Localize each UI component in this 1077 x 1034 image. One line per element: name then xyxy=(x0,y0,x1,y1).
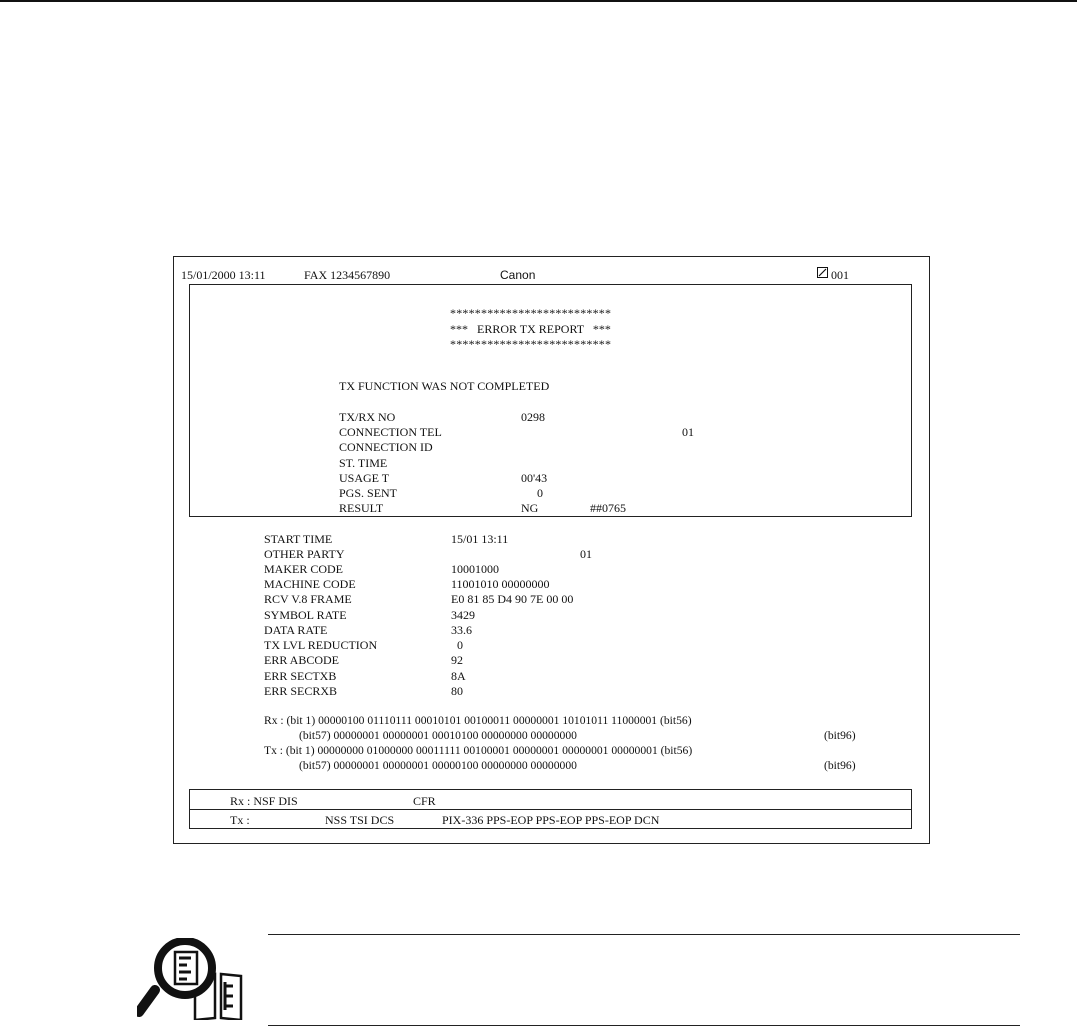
protocol-box xyxy=(189,789,912,829)
detail-value: 10001000 xyxy=(451,562,499,576)
detail-value: 80 xyxy=(451,684,463,698)
protocol-tx-pix: PIX-336 PPS-EOP PPS-EOP PPS-EOP DCN xyxy=(442,813,660,827)
rx-bits-end: (bit96) xyxy=(824,729,856,742)
protocol-tx-seq: NSS TSI DCS xyxy=(325,813,395,827)
rx-bits-line-2: (bit57) 00000001 00000001 00010100 00000… xyxy=(299,729,577,742)
status-message: TX FUNCTION WAS NOT COMPLETED xyxy=(339,379,550,393)
summary-box xyxy=(189,284,912,517)
detail-label: MAKER CODE xyxy=(264,562,344,576)
detail-value: 3429 xyxy=(451,608,475,622)
page-mark-icon xyxy=(817,267,828,278)
detail-value: 33.6 xyxy=(451,623,472,637)
detail-value: 15/01 13:11 xyxy=(451,532,509,546)
detail-value: 11001010 00000000 xyxy=(451,577,550,591)
field-value: 00'43 xyxy=(521,471,548,485)
tx-bits-line-1: Tx : (bit 1) 00000000 01000000 00011111 … xyxy=(264,744,693,757)
note-bottom-rule xyxy=(268,1025,1020,1026)
field-label: CONNECTION TEL xyxy=(339,425,442,439)
stars-bottom: ************************** xyxy=(450,337,612,351)
field-value: NG xyxy=(521,501,539,515)
report-title: *** ERROR TX REPORT *** xyxy=(450,322,611,336)
page-number: 001 xyxy=(831,268,849,282)
protocol-rx-cfr: CFR xyxy=(413,794,436,808)
detail-label: SYMBOL RATE xyxy=(264,608,347,622)
field-label: USAGE T xyxy=(339,471,390,485)
detail-label: ERR ABCODE xyxy=(264,653,340,667)
detail-label: TX LVL REDUCTION xyxy=(264,638,378,652)
field-label: PGS. SENT xyxy=(339,486,398,500)
result-code: ##0765 xyxy=(590,501,626,515)
magnifier-book-icon xyxy=(134,937,255,1022)
detail-value: E0 81 85 D4 90 7E 00 00 xyxy=(451,592,574,606)
field-label: TX/RX NO xyxy=(339,410,396,424)
stars-top: ************************** xyxy=(450,306,612,320)
rx-bits-line-1: Rx : (bit 1) 00000100 01110111 00010101 … xyxy=(264,714,692,727)
note-top-rule xyxy=(268,934,1020,935)
error-tx-report xyxy=(173,256,930,844)
field-value: 0 xyxy=(537,486,543,500)
field-label: ST. TIME xyxy=(339,456,388,470)
detail-value: 92 xyxy=(451,653,463,667)
tx-bits-line-2: (bit57) 00000001 00000001 00000100 00000… xyxy=(299,759,577,772)
detail-label: OTHER PARTY xyxy=(264,547,345,561)
detail-label: ERR SECRXB xyxy=(264,684,338,698)
tx-bits-end: (bit96) xyxy=(824,759,856,772)
detail-value: 8A xyxy=(451,669,466,683)
field-label: RESULT xyxy=(339,501,384,515)
brand-name: Canon xyxy=(500,268,536,282)
report-datetime: 15/01/2000 13:11 xyxy=(181,268,266,282)
field-value: 01 xyxy=(682,425,694,439)
detail-label: RCV V.8 FRAME xyxy=(264,592,352,606)
detail-label: START TIME xyxy=(264,532,333,546)
detail-label: DATA RATE xyxy=(264,623,328,637)
field-value: 0298 xyxy=(521,410,545,424)
field-label: CONNECTION ID xyxy=(339,440,433,454)
protocol-rx: Rx : NSF DIS xyxy=(230,794,298,808)
detail-label: MACHINE CODE xyxy=(264,577,356,591)
detail-label: ERR SECTXB xyxy=(264,669,337,683)
detail-value: 0 xyxy=(457,638,463,652)
detail-value: 01 xyxy=(580,547,592,561)
top-rule xyxy=(0,0,1077,2)
report-fax-label: FAX 1234567890 xyxy=(304,268,391,282)
protocol-tx-label: Tx : xyxy=(230,813,250,827)
